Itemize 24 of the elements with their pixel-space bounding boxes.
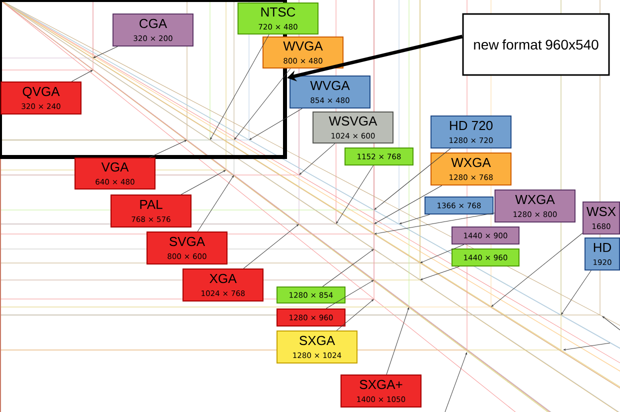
- leader-line: [93, 46, 118, 58]
- leader-line: [322, 249, 374, 287]
- leader-line: [326, 280, 374, 309]
- leader-line: [197, 175, 234, 232]
- leader-line: [374, 212, 495, 234]
- leader-line: [180, 170, 226, 195]
- leader-line: [374, 148, 451, 210]
- leader-line: [399, 214, 430, 224]
- leader-line: [561, 270, 592, 315]
- leader-line: [374, 185, 442, 224]
- leader-line: [336, 165, 374, 224]
- leader-line: [491, 232, 583, 307]
- leader-line: [249, 108, 302, 140]
- leader-line: [234, 68, 291, 140]
- leader-line: [71, 70, 93, 82]
- leader-line: [149, 140, 187, 158]
- leader-line: [420, 266, 460, 280]
- leader-line: [299, 143, 336, 175]
- leader-line: [243, 224, 299, 269]
- leader-line: [336, 299, 374, 331]
- leader-line: [210, 34, 270, 140]
- leader-line: [386, 307, 410, 375]
- callout-box: new format 960x540: [462, 13, 610, 76]
- leader-line: [420, 244, 464, 263]
